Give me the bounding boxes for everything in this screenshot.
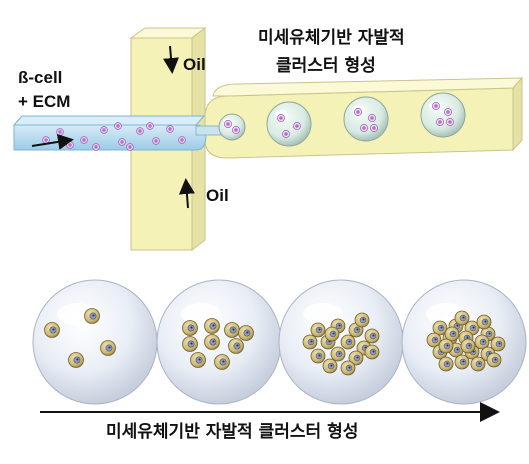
droplet <box>218 113 246 141</box>
bottom-caption: 미세유체기반 자발적 클러스터 형성 <box>106 422 359 442</box>
cluster-cell <box>310 322 326 338</box>
inlet-cell <box>118 138 126 146</box>
cluster-cell <box>204 334 220 350</box>
inlet-cell <box>80 136 88 144</box>
cluster-cell <box>454 354 470 370</box>
cluster-cell <box>214 354 230 370</box>
oil-label-top: Oil <box>183 55 206 74</box>
cluster-cell <box>432 320 448 336</box>
inlet-cell <box>56 128 64 136</box>
flow-arrow-inlet <box>31 133 74 150</box>
cluster-spheres <box>32 279 527 405</box>
cluster-cell <box>460 338 476 354</box>
inlet-cell <box>42 136 50 144</box>
ecm-label: + ECM <box>18 92 71 111</box>
cluster-cell <box>204 318 220 334</box>
cluster-cell <box>84 308 100 324</box>
cluster-cell <box>348 350 364 366</box>
cluster-cell <box>310 348 326 364</box>
cluster-cell <box>302 334 318 350</box>
cluster-cell <box>340 334 356 350</box>
droplet-cell <box>444 108 452 116</box>
droplet <box>343 96 389 142</box>
cluster-cell <box>364 328 380 344</box>
cluster-cell <box>228 338 244 354</box>
inlet-cell <box>178 136 186 144</box>
droplet-cell <box>370 124 378 132</box>
flow-arrow-oil-bottom <box>178 178 195 209</box>
inlet-cell <box>146 122 154 130</box>
inlet-cell <box>66 141 74 149</box>
cluster-cell <box>444 326 460 342</box>
inlet-cell <box>166 125 174 133</box>
droplet-cell <box>436 118 444 126</box>
cluster-cell <box>486 352 502 368</box>
inlet-cell <box>126 143 134 151</box>
cluster-cell <box>44 322 60 338</box>
cluster-cell <box>470 356 486 372</box>
cluster-cell <box>190 352 206 368</box>
cluster-cell <box>354 312 370 328</box>
cluster-cell <box>182 336 198 352</box>
cluster-cell <box>490 336 506 352</box>
droplet <box>266 101 312 147</box>
top-title-line-1: 미세유체기반 자발적 <box>258 28 405 48</box>
oil-label-bottom: Oil <box>206 186 229 205</box>
cluster-cell <box>438 338 454 354</box>
cell-label: ß-cell <box>18 68 63 87</box>
cluster-sphere <box>156 279 282 405</box>
droplet-cell <box>360 124 368 132</box>
cluster-cell <box>426 332 442 348</box>
droplet-cell <box>293 122 301 130</box>
cluster-cell <box>100 340 116 356</box>
cluster-cell <box>68 352 84 368</box>
droplet-cell <box>277 114 285 122</box>
cluster-cell <box>330 346 346 362</box>
inlet-cell <box>92 143 100 151</box>
cluster-cell <box>238 325 254 341</box>
droplet-cell <box>368 114 376 122</box>
flow-arrow-oil-top <box>163 45 179 74</box>
inlet-cell <box>114 122 122 130</box>
cluster-cell <box>454 310 470 326</box>
cluster-cell <box>340 360 356 376</box>
inlet-cell <box>152 137 160 145</box>
droplet-cell <box>224 120 232 128</box>
cluster-cell <box>474 334 490 350</box>
droplets <box>218 92 466 147</box>
top-title-line-2: 클러스터 형성 <box>276 56 376 76</box>
cluster-cell <box>476 314 492 330</box>
droplet-cell <box>282 130 290 138</box>
droplet-cell <box>354 108 362 116</box>
inlet-cell <box>136 127 144 135</box>
cluster-cell <box>364 344 380 360</box>
cluster-cell <box>438 356 454 372</box>
cluster-cell <box>322 358 338 374</box>
cluster-sphere <box>32 279 158 405</box>
cluster-cell <box>182 320 198 336</box>
cluster-cell <box>324 326 340 342</box>
cluster-sphere <box>401 279 527 405</box>
droplet-cell <box>432 102 440 110</box>
droplet-cell <box>446 118 454 126</box>
droplet-cell <box>232 126 240 134</box>
inlet-cell <box>100 126 108 134</box>
droplet <box>420 92 466 138</box>
inlet-cells <box>42 122 186 151</box>
cluster-cell <box>224 322 240 338</box>
cluster-sphere <box>278 279 404 405</box>
